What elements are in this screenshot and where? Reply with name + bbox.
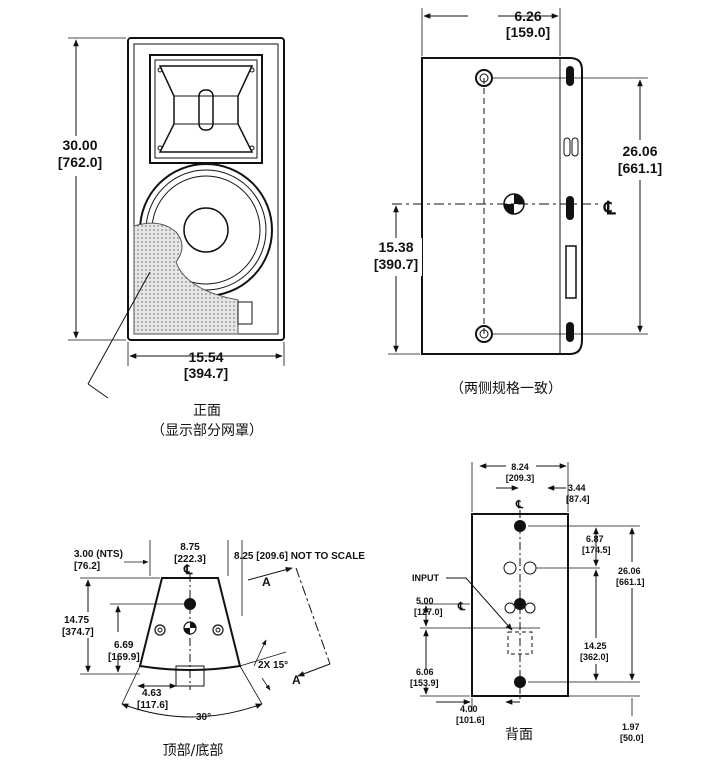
rear-upper-mm: [174.5] (582, 545, 611, 555)
top-hole-upper (184, 598, 196, 610)
rear-offset-in: 3.44 (568, 483, 586, 493)
side-spacing-in: 26.06 (622, 143, 657, 159)
rear-edge-mm: [50.0] (620, 733, 644, 743)
top-nts-mm: [76.2] (74, 561, 100, 572)
front-cabinet (127, 37, 285, 341)
top-offset-mm: [117.6] (137, 700, 168, 711)
side-caption: （两侧规格一致） (450, 381, 562, 397)
top-offset-in: 4.63 (142, 688, 162, 699)
rear-input-height-in: 5.00 (416, 596, 434, 606)
horn (149, 54, 263, 164)
rear-mount-top (514, 520, 526, 532)
side-centerline-symbol: ℄ (603, 198, 616, 218)
rear-mid-in: 14.25 (584, 641, 607, 651)
side-cabinet (421, 57, 583, 355)
top-width-mm: [222.3] (174, 554, 206, 565)
rear-lower-mm: [153.9] (410, 678, 439, 688)
rear-input-label: INPUT (412, 573, 440, 583)
center-of-gravity-icon (503, 193, 525, 215)
side-cg-height-in: 15.38 (378, 239, 413, 255)
rear-edge-in: 1.97 (622, 722, 640, 732)
rear-width-in: 8.24 (511, 462, 529, 472)
grille-tab (237, 301, 253, 325)
rear-offset-mm: [87.4] (566, 494, 590, 504)
section-label-bottom: A (292, 673, 301, 687)
rear-total-in: 26.06 (618, 566, 641, 576)
grille-mesh (133, 222, 239, 335)
rear-view: ℄ ℄ 8.24 [209.3] 3.44 [87.4] 6.87 [174.5… (410, 462, 650, 743)
rear-bottom-width-mm: [101.6] (456, 715, 485, 725)
rear-width-mm: [209.3] (506, 473, 535, 483)
side-spacing-mm: [661.1] (618, 160, 662, 176)
rear-bottom-width-in: 4.00 (460, 704, 478, 714)
rear-mid-mm: [362.0] (580, 652, 609, 662)
top-depth-mm: [374.7] (62, 627, 94, 638)
rear-input-height-mm: [127.0] (414, 607, 443, 617)
front-caption-note: （显示部分网罩） (151, 423, 263, 439)
front-width-mm: [394.7] (184, 365, 228, 381)
rear-total-mm: [661.1] (616, 577, 645, 587)
top-angle-total: 30° (196, 712, 211, 723)
front-width-in: 15.54 (188, 349, 223, 365)
front-height-mm: [762.0] (58, 154, 102, 170)
side-cg-height-mm: [390.7] (374, 256, 418, 272)
top-not-to-scale: 8.25 [209.6] NOT TO SCALE (234, 551, 365, 562)
top-angle-pair: 2X 15° (258, 660, 288, 671)
rear-mount-bottom (514, 676, 526, 688)
side-view: ℄ 6.26 [159.0] 26.06 [661.1] 15.38 [390.… (372, 8, 668, 355)
top-hole-depth-mm: [169.9] (108, 652, 140, 663)
rear-caption: 背面 (505, 727, 533, 743)
section-label-top: A (262, 575, 271, 589)
rear-centerline-side: ℄ (457, 601, 466, 613)
top-hole-depth-in: 6.69 (114, 640, 134, 651)
top-cg-icon (183, 621, 197, 635)
rear-lower-in: 6.06 (416, 667, 434, 677)
top-bottom-view: ℄ 8.75 [222.3] 3.00 (NTS) [76.2] 8.25 [2… (62, 540, 365, 723)
rear-upper-in: 6.87 (586, 534, 604, 544)
side-slots (563, 66, 579, 342)
side-depth-mm: [159.0] (506, 24, 550, 40)
top-width-in: 8.75 (180, 542, 200, 553)
grille-leader (87, 271, 151, 385)
top-nts-in: 3.00 (NTS) (74, 549, 123, 560)
rear-centerline-top: ℄ (515, 499, 524, 511)
top-centerline-symbol: ℄ (183, 562, 193, 577)
side-depth-in: 6.26 (514, 8, 541, 24)
front-height-in: 30.00 (62, 137, 97, 153)
top-bottom-outline (138, 577, 242, 671)
top-bottom-caption: 顶部/底部 (162, 743, 224, 759)
top-depth-in: 14.75 (64, 615, 89, 626)
front-view: 30.00 [762.0] 15.54 [394.7] (55, 37, 285, 399)
rear-input (514, 598, 526, 610)
front-caption: 正面 (193, 403, 221, 419)
